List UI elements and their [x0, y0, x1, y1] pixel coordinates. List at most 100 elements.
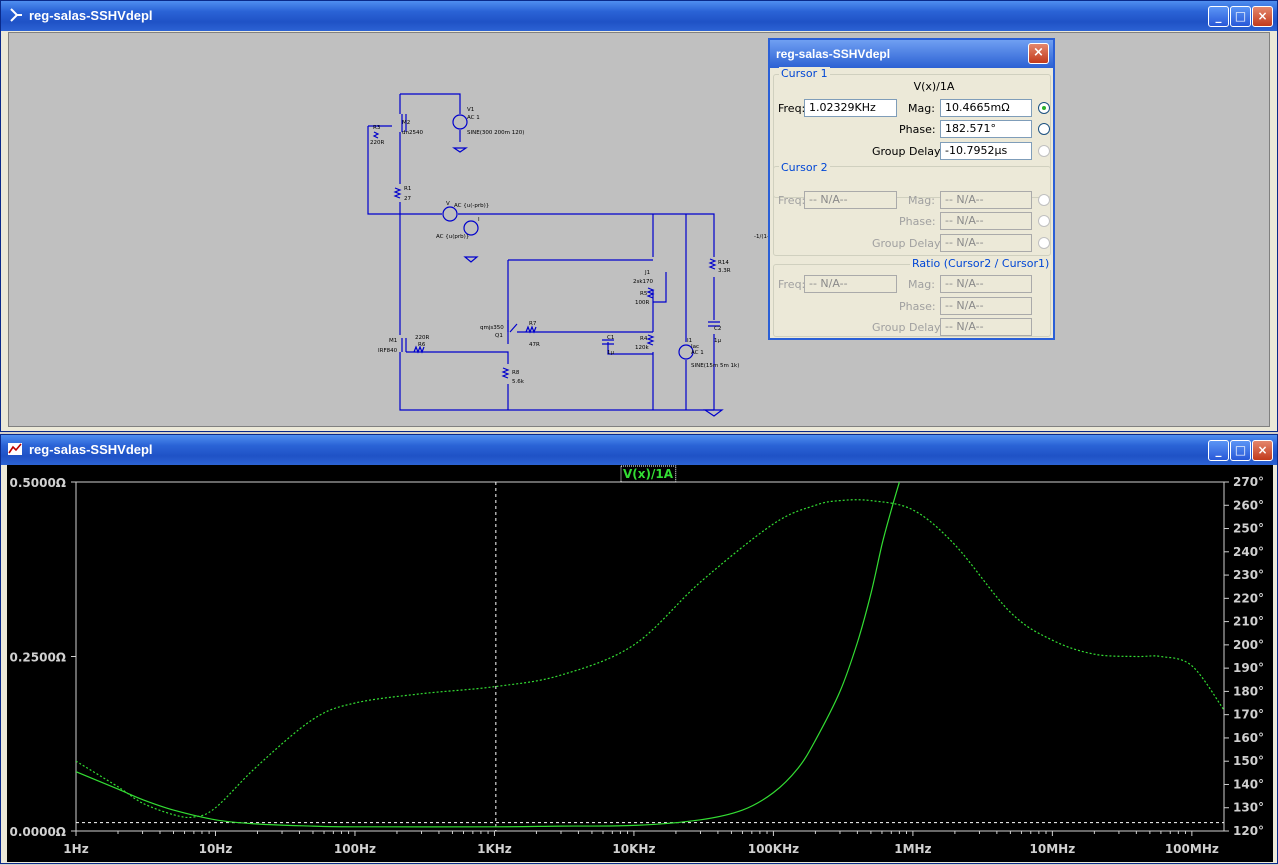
schematic-drawing[interactable]: R3 220R M2 dn2540 V1 AC 1 SINE(300 200m … — [9, 33, 1271, 429]
cursor2-label: Cursor 2 — [779, 161, 830, 174]
label-r6: R6 — [418, 342, 426, 348]
label-r1-val: 27 — [404, 196, 411, 202]
minimize-button[interactable]: _ — [1208, 440, 1229, 461]
plot-frame — [75, 481, 1225, 832]
cursor1-phase-radio[interactable] — [1038, 123, 1050, 135]
right-tick-label: 240° — [1233, 545, 1264, 559]
cursor1-freq-field[interactable]: 1.02329KHz — [804, 99, 897, 117]
schematic-title-bar[interactable]: reg-salas-SSHVdepl _ □ × — [1, 1, 1277, 31]
cursor2-gd-field[interactable]: -- N/A-- — [940, 234, 1032, 252]
trace-label-box — [620, 465, 677, 483]
schematic-icon — [10, 8, 22, 22]
label-c2: C2 — [714, 326, 721, 332]
label-r3-val: 220R — [370, 140, 384, 146]
x-tick-label: 100Hz — [334, 842, 376, 856]
label-m1-val: IRF840 — [378, 348, 398, 354]
label-r14-val: 3.3R — [718, 268, 731, 274]
left-tick-label: 0.0000Ω — [9, 825, 66, 839]
label-r7-val: 47R — [529, 342, 540, 348]
right-tick-label: 270° — [1233, 475, 1264, 489]
ratio-phase-field[interactable]: -- N/A-- — [940, 297, 1032, 315]
label-i1: I1 — [687, 338, 692, 344]
label-v1-ac: AC 1 — [467, 115, 480, 121]
right-tick-label: 170° — [1233, 708, 1264, 722]
cursor1-phase-label: Phase: — [899, 123, 936, 136]
label-m2-val: dn2540 — [402, 130, 423, 136]
ratio-label: Ratio (Cursor2 / Cursor1) — [910, 257, 1052, 270]
label-r14: R14 — [718, 260, 729, 266]
label-iprb-ac: AC {u(prb)} — [436, 234, 469, 240]
right-tick-label: 190° — [1233, 661, 1264, 675]
cursor1-group: Cursor 1 V(x)/1A Freq: 1.02329KHz Mag: 1… — [773, 67, 1051, 198]
label-r7: R7 — [529, 321, 537, 327]
cursor-dialog: reg-salas-SSHVdepl × Cursor 1 V(x)/1A Fr… — [768, 38, 1055, 340]
label-vprb: V — [446, 201, 450, 207]
cursor1-mag-field[interactable]: 10.4665mΩ — [940, 99, 1032, 117]
ratio-gd-field[interactable]: -- N/A-- — [940, 318, 1032, 336]
right-tick-label: 210° — [1233, 615, 1264, 629]
ratio-group: Ratio (Cursor2 / Cursor1) Freq: -- N/A--… — [773, 257, 1052, 337]
cursor2-phase-field[interactable]: -- N/A-- — [940, 212, 1032, 230]
cursor2-gd-radio[interactable] — [1038, 237, 1050, 249]
x-tick-label: 1Hz — [63, 842, 88, 856]
right-tick-label: 230° — [1233, 568, 1264, 582]
cursor-dialog-title-bar[interactable]: reg-salas-SSHVdepl × — [770, 40, 1053, 68]
maximize-button[interactable]: □ — [1230, 6, 1251, 27]
label-j1: J1 — [644, 270, 650, 276]
right-tick-label: 120° — [1233, 824, 1264, 838]
schematic-labels: R3 220R M2 dn2540 V1 AC 1 SINE(300 200m … — [370, 107, 769, 385]
label-r1: R1 — [404, 186, 411, 192]
cursor1-phase-field[interactable]: 182.571° — [940, 120, 1032, 138]
right-tick-label: 260° — [1233, 498, 1264, 512]
cursor1-gd-field[interactable]: -10.7952µs — [940, 142, 1032, 160]
cursor-dialog-title: reg-salas-SSHVdepl — [776, 47, 891, 61]
cursor2-gd-label: Group Delay: — [872, 237, 944, 250]
cursor2-freq-field[interactable]: -- N/A-- — [804, 191, 897, 209]
ratio-mag-field[interactable]: -- N/A-- — [940, 275, 1032, 293]
x-tick-label: 1MHz — [894, 842, 931, 856]
label-r4-val: 120k — [635, 345, 649, 351]
trace-label[interactable]: V(x)/1A — [623, 467, 674, 481]
minimize-button[interactable]: _ — [1208, 6, 1229, 27]
ratio-freq-field[interactable]: -- N/A-- — [804, 275, 897, 293]
right-tick-label: 140° — [1233, 777, 1264, 791]
right-tick-label: 180° — [1233, 684, 1264, 698]
cursor1-gd-radio[interactable] — [1038, 145, 1050, 157]
x-tick-label: 10MHz — [1030, 842, 1076, 856]
schematic-title: reg-salas-SSHVdepl — [29, 8, 153, 23]
right-tick-label: 250° — [1233, 522, 1264, 536]
close-button[interactable]: × — [1252, 440, 1273, 461]
label-i1-src: Iac — [691, 344, 699, 350]
cursor2-mag-field[interactable]: -- N/A-- — [940, 191, 1032, 209]
cursor2-freq-label: Freq: — [778, 194, 806, 207]
label-c1: C1 — [607, 335, 614, 341]
schematic-canvas[interactable]: R3 220R M2 dn2540 V1 AC 1 SINE(300 200m … — [8, 32, 1270, 427]
label-r6-val: 220R — [415, 335, 429, 341]
label-iprb: I — [478, 217, 480, 223]
schematic-wires — [367, 93, 724, 417]
cursor2-mag-label: Mag: — [908, 194, 935, 207]
x-tick-label: 100MHz — [1165, 842, 1219, 856]
cursor2-phase-label: Phase: — [899, 215, 936, 228]
plot-title: reg-salas-SSHVdepl — [29, 442, 153, 457]
label-vprb-ac: AC {u(-prb)} — [454, 203, 489, 209]
x-tick-label: 10KHz — [612, 842, 655, 856]
schematic-window: reg-salas-SSHVdepl _ □ × — [0, 0, 1278, 432]
cursor1-mag-radio[interactable] — [1038, 102, 1050, 114]
cursor-dialog-close-button[interactable]: × — [1028, 43, 1049, 64]
plot-title-bar[interactable]: reg-salas-SSHVdepl _ □ × — [1, 435, 1277, 465]
maximize-button[interactable]: □ — [1230, 440, 1251, 461]
x-tick-label: 100KHz — [748, 842, 799, 856]
cursor2-mag-radio[interactable] — [1038, 194, 1050, 206]
cursor2-phase-radio[interactable] — [1038, 215, 1050, 227]
close-button[interactable]: × — [1252, 6, 1273, 27]
label-r8: R8 — [512, 370, 520, 376]
right-tick-label: 130° — [1233, 801, 1264, 815]
label-q1-type: qmjs350 — [480, 325, 504, 331]
cursor1-mag-label: Mag: — [908, 102, 935, 115]
left-tick-label: 0.2500Ω — [9, 651, 66, 665]
label-r5: R5 — [640, 291, 648, 297]
label-r4: R4 — [640, 336, 648, 342]
